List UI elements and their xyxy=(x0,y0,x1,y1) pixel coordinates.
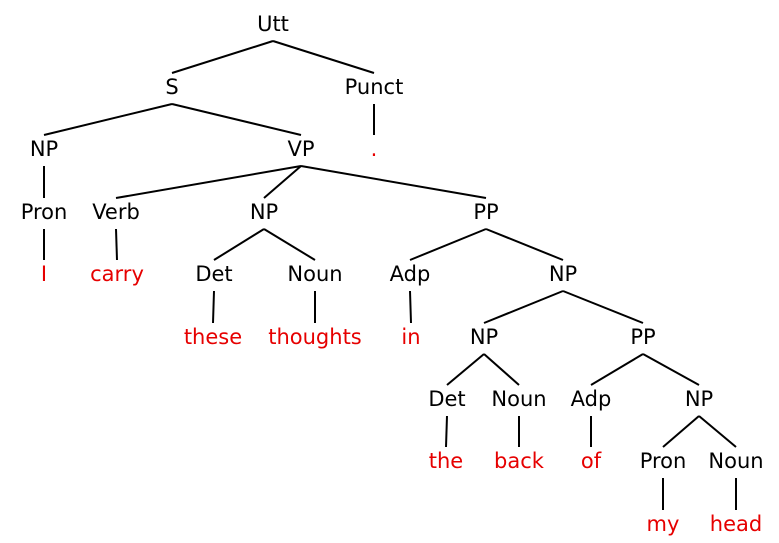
node-pron-1: Pron xyxy=(21,200,68,224)
node-noun-2: Noun xyxy=(491,387,546,411)
tree-edge-pp-1-adp-1 xyxy=(409,228,487,261)
tree-edge-adp-1-w-in xyxy=(409,290,412,324)
node-np-3: NP xyxy=(470,325,498,349)
tree-edge-vp-verb xyxy=(115,165,302,199)
node-noun-1: Noun xyxy=(287,262,342,286)
word-w-the: the xyxy=(429,449,463,473)
tree-edge-np-obj-noun-1 xyxy=(263,228,316,261)
node-adp-1: Adp xyxy=(390,262,431,286)
word-w-of: of xyxy=(581,449,602,473)
word-w-period: . xyxy=(371,137,378,161)
node-np-4: NP xyxy=(685,387,713,411)
tree-edge-np-obj-det-1 xyxy=(213,228,265,261)
tree-edge-det-2-w-the xyxy=(445,415,448,448)
tree-edge-s-np-subj xyxy=(43,103,173,136)
node-pp-2: PP xyxy=(630,325,655,349)
node-noun-3: Noun xyxy=(708,449,763,473)
word-w-back: back xyxy=(494,449,545,473)
node-np-subj: NP xyxy=(30,137,58,161)
word-w-head: head xyxy=(710,512,762,536)
node-adp-2: Adp xyxy=(571,387,612,411)
node-pp-1: PP xyxy=(473,200,498,224)
tree-edge-np-2-pp-2 xyxy=(562,290,644,324)
tree-edge-vp-pp-1 xyxy=(300,165,487,199)
word-w-thoughts: thoughts xyxy=(268,325,362,349)
node-pron-2: Pron xyxy=(640,449,687,473)
node-vp: VP xyxy=(287,137,314,161)
tree-edge-np-3-det-2 xyxy=(446,353,485,386)
node-np-2: NP xyxy=(549,262,577,286)
tree-edge-pp-2-np-4 xyxy=(642,353,700,386)
node-det-1: Det xyxy=(195,262,232,286)
node-det-2: Det xyxy=(428,387,465,411)
tree-edge-det-1-w-these xyxy=(212,290,215,324)
tree-edge-pp-1-np-2 xyxy=(485,228,564,261)
node-verb: Verb xyxy=(92,200,140,224)
word-w-my: my xyxy=(647,512,680,536)
tree-edge-vp-np-obj xyxy=(263,165,302,199)
node-s: S xyxy=(165,75,178,99)
tree-edge-utt-s xyxy=(171,40,274,74)
node-np-obj: NP xyxy=(250,200,278,224)
word-w-these: these xyxy=(184,325,242,349)
tree-edge-np-4-noun-3 xyxy=(698,415,737,448)
word-w-carry: carry xyxy=(90,262,144,286)
word-w-i: I xyxy=(41,262,47,286)
tree-edge-pp-2-adp-2 xyxy=(590,353,644,386)
tree-edge-np-3-noun-2 xyxy=(483,353,520,386)
tree-edge-verb-w-carry xyxy=(115,228,118,261)
tree-edge-s-vp xyxy=(171,103,302,136)
tree-edge-np-2-np-3 xyxy=(483,290,564,324)
tree-edges xyxy=(43,40,737,510)
word-w-in: in xyxy=(401,325,420,349)
node-utt: Utt xyxy=(257,12,289,36)
tree-edge-np-4-pron-2 xyxy=(662,415,700,448)
tree-edge-utt-punct xyxy=(272,40,375,74)
node-punct: Punct xyxy=(345,75,404,99)
